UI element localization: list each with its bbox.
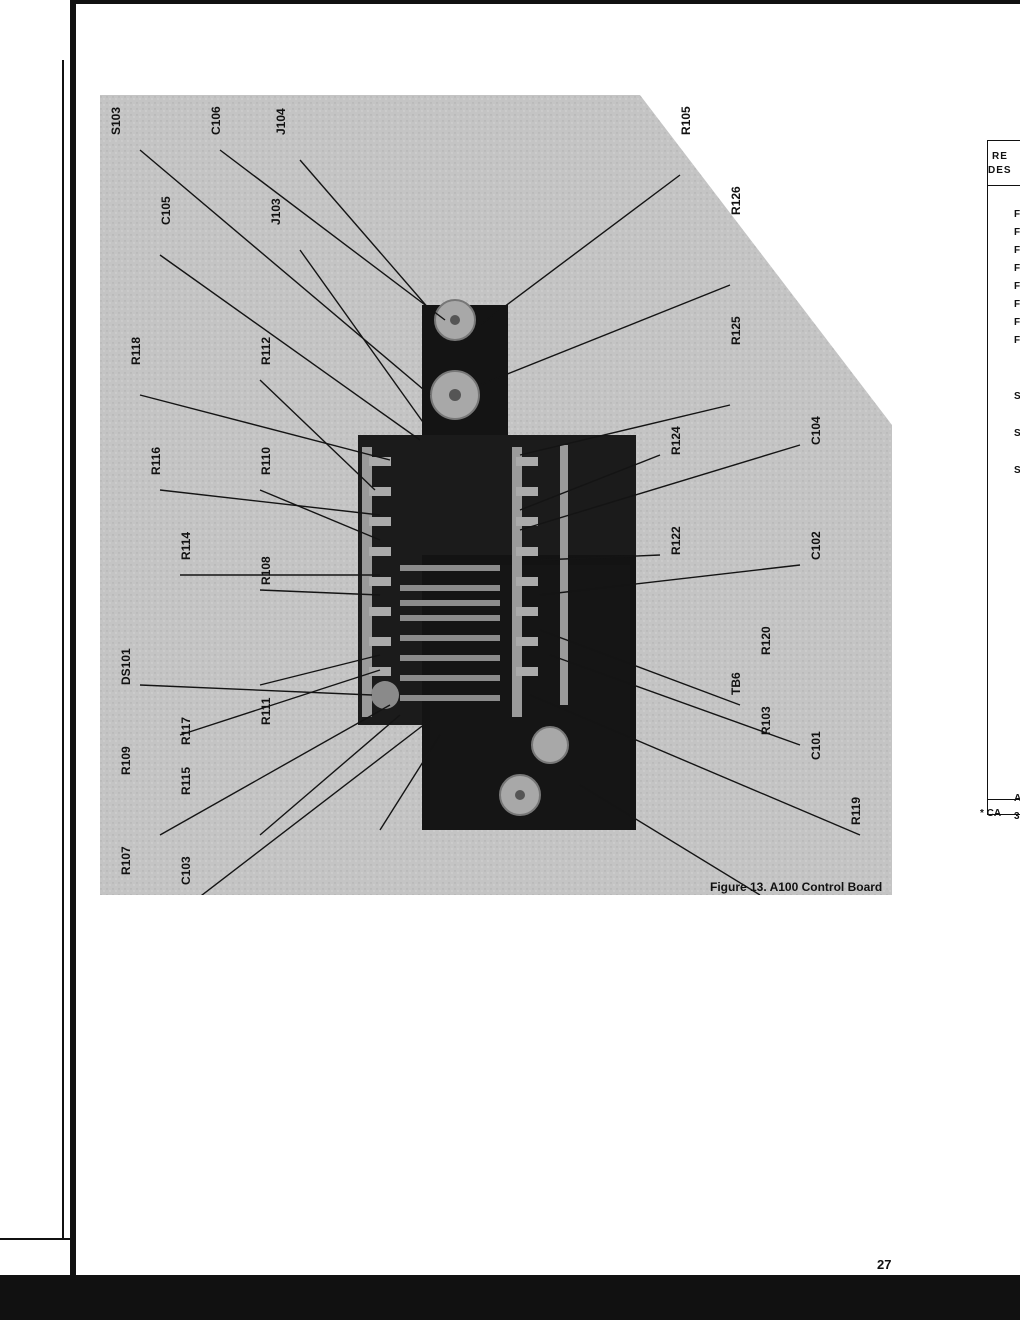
callout-r119: R119 <box>849 797 863 825</box>
callout-r118: R118 <box>129 337 143 365</box>
callout-tb6: TB6 <box>729 672 743 695</box>
table-row: F <box>1014 209 1020 220</box>
callout-r105: R105 <box>679 106 693 135</box>
page-left-border <box>70 0 76 1275</box>
parts-list-header: RE DES <box>988 141 1020 186</box>
parts-list-footnote: * CA <box>980 808 1002 819</box>
callout-r107: R107 <box>119 846 133 875</box>
indicator-lamp <box>371 681 399 709</box>
parts-list-table-end <box>987 800 1020 815</box>
table-row: F <box>1014 317 1020 328</box>
callout-r117: R117 <box>179 717 193 745</box>
previous-page-rule <box>0 1238 70 1240</box>
table-row: F <box>1014 227 1020 238</box>
callout-j104: J104 <box>274 108 288 135</box>
callout-c104: C104 <box>809 416 823 445</box>
callout-r122: R122 <box>669 526 683 555</box>
parts-list-header-line-1: RE <box>992 151 1008 162</box>
page-top-border <box>70 0 1020 4</box>
callout-r103: R103 <box>759 706 773 735</box>
table-row: A <box>1014 793 1020 804</box>
terminal-strip-left <box>362 447 372 717</box>
callout-r124: R124 <box>669 426 683 455</box>
callout-r115: R115 <box>179 767 193 795</box>
callout-r126: R126 <box>729 186 743 215</box>
scan-bottom-edge <box>0 1275 1020 1320</box>
table-row: F <box>1014 335 1020 346</box>
callout-ds101: DS101 <box>119 648 133 685</box>
figure-caption: Figure 13. A100 Control Board <box>710 880 883 894</box>
callout-c102: C102 <box>809 531 823 560</box>
table-row: 3 <box>1014 811 1020 822</box>
callout-r109: R109 <box>119 746 133 775</box>
callout-c106: C106 <box>209 106 223 135</box>
callout-c101: C101 <box>809 731 823 760</box>
callout-j103: J103 <box>269 198 283 225</box>
callout-r114: R114 <box>179 532 193 560</box>
table-row: F <box>1014 245 1020 256</box>
callout-c105: C105 <box>159 196 173 225</box>
table-row: F <box>1014 299 1020 310</box>
connector-strip <box>560 445 568 705</box>
callout-r108: R108 <box>259 556 273 585</box>
table-row: F <box>1014 281 1020 292</box>
callout-r116: R116 <box>149 447 163 475</box>
callout-r125: R125 <box>729 316 743 345</box>
callout-r111: R111 <box>259 697 273 725</box>
previous-page-edge <box>0 0 70 1275</box>
parts-list-header-line-2: DES <box>988 165 1012 176</box>
page-number: 27 <box>877 1257 892 1272</box>
table-row: S <box>1014 391 1020 402</box>
parts-list-table: RE DES F F F F F F F F S S S A 3 <box>987 140 1020 822</box>
callout-c103: C103 <box>179 856 193 885</box>
previous-page-border <box>62 60 64 1240</box>
table-row: F <box>1014 263 1020 274</box>
control-board-photo: S103 C106 J104 R105 R126 C105 J103 R125 … <box>100 95 892 895</box>
photo-callouts: S103 C106 J104 R105 R126 C105 J103 R125 … <box>109 106 863 885</box>
callout-s103: S103 <box>109 107 123 135</box>
callout-r120: R120 <box>759 626 773 655</box>
table-row: S <box>1014 428 1020 439</box>
callout-r112: R112 <box>259 337 273 365</box>
control-board-photo-graphic: S103 C106 J104 R105 R126 C105 J103 R125 … <box>100 95 892 895</box>
callout-r110: R110 <box>259 447 273 475</box>
table-row: S <box>1014 465 1020 476</box>
